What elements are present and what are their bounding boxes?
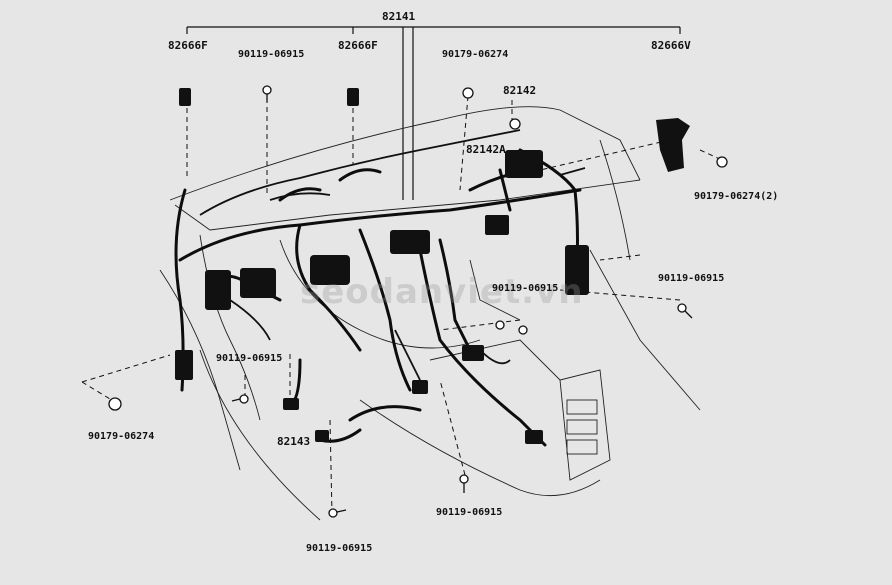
watermark: seodanviet.vn xyxy=(300,272,584,312)
label-82142: 82142 xyxy=(503,84,537,97)
connector-82666v-shape xyxy=(656,118,690,172)
bolt-bottom-left-shape xyxy=(328,508,347,518)
label-82141: 82141 xyxy=(382,10,416,23)
clip-left-shape xyxy=(108,397,122,411)
label-82666f-left: 82666F xyxy=(168,39,208,52)
connector-82666f-mid-shape xyxy=(347,88,359,106)
connectors xyxy=(175,88,690,444)
fasteners xyxy=(108,85,728,518)
dashboard-outline xyxy=(159,106,701,521)
label-bolt-center-right: 90119-06915 xyxy=(492,283,559,294)
label-82142a: 82142A xyxy=(466,143,506,156)
label-bolt-mid-left: 90119-06915 xyxy=(216,353,283,364)
bolt-top-left-shape xyxy=(262,85,272,102)
label-bolt-right: 90119-06915 xyxy=(658,273,725,284)
label-82143: 82143 xyxy=(277,435,311,448)
label-bolt-bottom-left: 90119-06915 xyxy=(306,543,373,554)
clip-right-shape xyxy=(716,156,728,168)
label-82666f-mid: 82666F xyxy=(338,39,378,52)
label-bolt-bottom-center: 90119-06915 xyxy=(436,507,503,518)
clip-top-shape xyxy=(462,87,474,99)
assembly-bracket xyxy=(186,26,681,200)
label-bolt-top-left: 90119-06915 xyxy=(238,49,305,60)
label-clip-left: 90179-06274 xyxy=(88,431,155,442)
label-clip-right: 90179-06274(2) xyxy=(694,191,779,202)
bolt-mid-left-shape xyxy=(231,394,249,404)
grommet-82142-shape xyxy=(509,118,521,130)
label-clip-top: 90179-06274 xyxy=(442,49,509,60)
connector-82666f-left-shape xyxy=(179,88,191,106)
label-82666v: 82666V xyxy=(651,39,691,52)
bolt-bottom-center-shape xyxy=(459,474,469,493)
bolt-right-shape xyxy=(677,303,693,319)
leader-lines xyxy=(81,95,723,516)
